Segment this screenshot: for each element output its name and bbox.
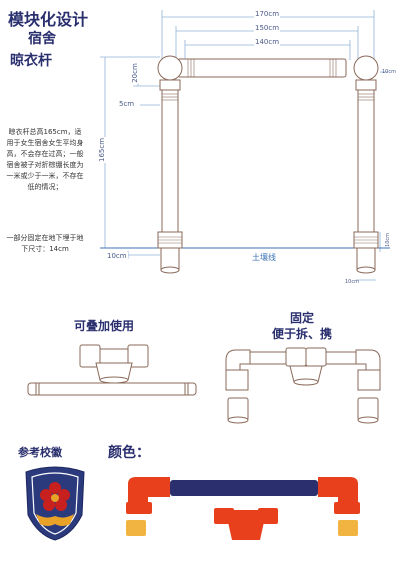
fixed-label-line2: 便于拆、携: [271, 327, 332, 341]
dim-165: 165cm: [98, 136, 107, 164]
dim-140: 140cm: [254, 38, 281, 46]
page-title: 模块化设计: [8, 10, 89, 29]
stackable-label: 可叠加使用: [74, 319, 135, 333]
dim-150: 150cm: [254, 24, 281, 32]
thread-marks: [158, 59, 378, 244]
frame-outline: [157, 55, 379, 274]
page-subtitle-dorm: 宿舍: [28, 31, 56, 47]
dim-20: 20cm: [130, 62, 139, 84]
stackable-parts: [27, 344, 197, 396]
fixed-parts: [225, 347, 381, 424]
dimension-lines: [100, 10, 390, 281]
color-samples: [126, 477, 360, 540]
fixed-label: 固定 便于拆、携: [262, 310, 342, 342]
colors-label: 颜色：: [108, 445, 150, 461]
page-subtitle-rack: 晾衣杆: [10, 53, 52, 69]
dim-10-left: 10cm: [106, 252, 128, 260]
ground-line-label: 土壤线: [252, 253, 276, 262]
fixed-label-line1: 固定: [289, 311, 314, 325]
emblem-flower-icon: [40, 482, 70, 511]
buried-description: 一部分固定在地下埋于地下尺寸：14cm: [6, 234, 84, 253]
school-emblem: [25, 466, 85, 541]
dim-170: 170cm: [254, 10, 281, 18]
emblem-label: 参考校徽: [18, 446, 62, 459]
dim-10-top-right: 10cm: [382, 69, 396, 75]
dim-10-right: 10cm: [384, 233, 391, 247]
dim-5: 5cm: [118, 100, 136, 108]
height-description: 晾衣杆总高165cm，适用于女生宿舍女生平均身高，不会存在过高；一般宿舍被子对折…: [6, 128, 84, 191]
dim-10-bottom-right: 10cm: [345, 279, 359, 285]
